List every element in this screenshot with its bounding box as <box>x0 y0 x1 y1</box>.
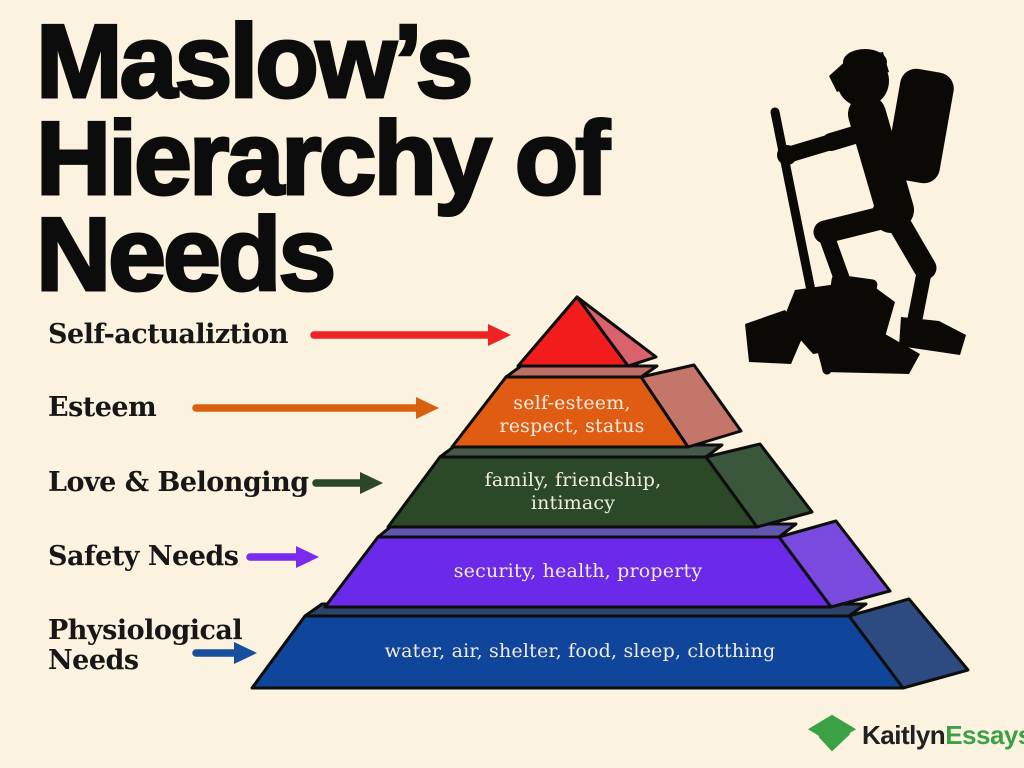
label-physiological-needs: Physiological Needs <box>48 615 243 676</box>
label-self-actualization: Self-actualiztion <box>48 319 289 350</box>
pyramid-text-safety: security, health, property <box>453 560 703 582</box>
graduation-cap-icon <box>807 714 857 752</box>
arrow-safety-needs <box>246 546 319 568</box>
label-esteem: Esteem <box>48 392 157 423</box>
hiker-shape <box>745 49 966 375</box>
pyramid-text-love-belonging: family, friendship, intimacy <box>484 469 662 514</box>
arrow-love-belonging <box>312 472 383 494</box>
label-love-belonging: Love & Belonging <box>48 467 309 498</box>
pyramid-text-esteem: self-esteem, respect, status <box>499 392 645 437</box>
pyramid-level-self-actualization <box>516 295 658 368</box>
logo-text-kaitlyn: Kaitlyn <box>862 719 946 750</box>
logo-text-essays: Essays <box>945 719 1024 750</box>
arrow-esteem <box>192 397 439 419</box>
pyramid-level-safety <box>323 519 892 609</box>
pyramid-text-physiological: water, air, shelter, food, sleep, clotth… <box>384 640 776 662</box>
pyramid-level-esteem <box>450 363 743 449</box>
page-title: Maslow’s Hierarchy of Needs <box>35 4 612 314</box>
label-safety-needs: Safety Needs <box>48 541 239 572</box>
arrow-self-actualization <box>310 324 511 346</box>
hiker-silhouette-image <box>745 49 966 375</box>
arrow-physiological-needs <box>192 642 257 664</box>
